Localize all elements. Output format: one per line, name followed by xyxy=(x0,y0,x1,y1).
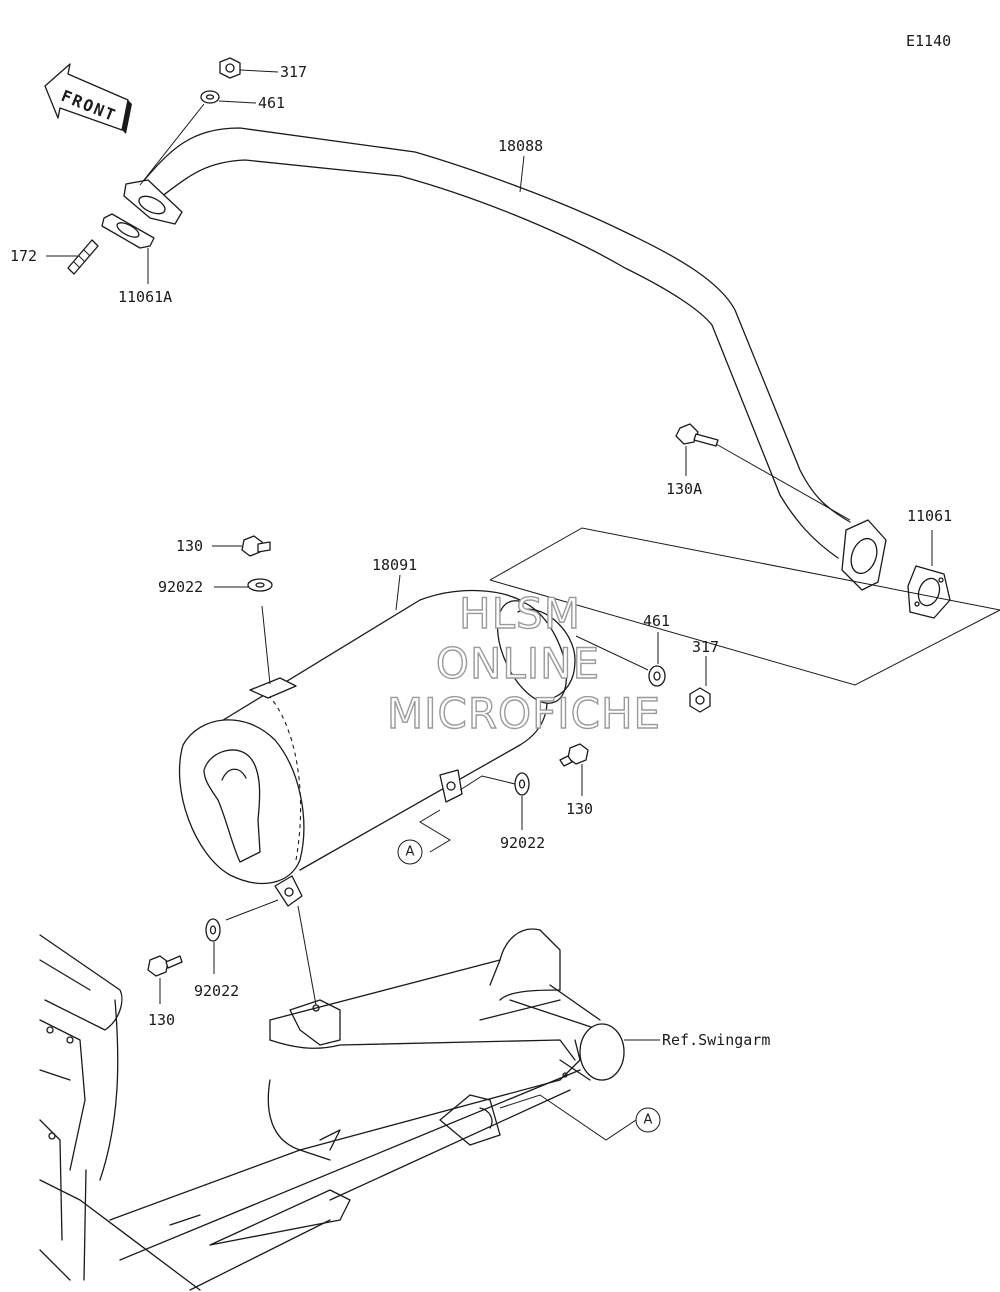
bolt-130a-icon xyxy=(675,423,719,447)
label-92022-top: 92022 xyxy=(158,578,203,596)
stud-172-icon xyxy=(67,239,99,275)
label-130-top: 130 xyxy=(176,537,203,555)
watermark: HLSM ONLINE MICROFICHE xyxy=(386,588,661,738)
label-92022-mid: 92022 xyxy=(500,834,545,852)
label-130-mid: 130 xyxy=(566,800,593,818)
front-arrow-icon: FRONT xyxy=(44,63,132,134)
diagram-code: E1140 xyxy=(906,32,951,50)
label-461-mid: 461 xyxy=(643,612,670,630)
washer-461-icon xyxy=(200,90,220,104)
callout-a-1 xyxy=(397,839,423,865)
gasket-11061-icon xyxy=(907,565,951,619)
nut-317-icon xyxy=(219,57,241,79)
label-130a: 130A xyxy=(666,480,702,498)
label-317-top: 317 xyxy=(280,63,307,81)
label-11061: 11061 xyxy=(907,507,952,525)
muffler-18091 xyxy=(178,589,576,907)
washer-92022-top-icon xyxy=(247,578,273,592)
bolt-130-top-icon xyxy=(241,535,271,557)
nut-317-mid-icon xyxy=(689,687,711,713)
watermark-line-2: ONLINE xyxy=(436,639,600,688)
label-18091: 18091 xyxy=(372,556,417,574)
label-ref-swingarm: Ref.Swingarm xyxy=(662,1031,770,1049)
label-317-mid: 317 xyxy=(692,638,719,656)
callout-a-2-label: A xyxy=(644,1113,653,1128)
callout-a-1-label: A xyxy=(406,845,415,860)
gasket-11061a-icon xyxy=(101,213,155,249)
watermark-line-3: MICROFICHE xyxy=(387,689,661,738)
watermark-line-1: HLSM xyxy=(459,589,581,638)
exhaust-pipe-18088 xyxy=(123,127,887,591)
label-172: 172 xyxy=(10,247,37,265)
label-11061a: 11061A xyxy=(118,288,172,306)
washer-92022-mid-icon xyxy=(514,772,530,796)
label-92022-low: 92022 xyxy=(194,982,239,1000)
label-18088: 18088 xyxy=(498,137,543,155)
washer-461-mid-icon xyxy=(648,665,666,687)
bolt-130-low-icon xyxy=(147,955,183,977)
label-461-top: 461 xyxy=(258,94,285,112)
washer-92022-low-icon xyxy=(205,918,221,942)
frame-and-swingarm xyxy=(39,928,625,1291)
bolt-130-mid-icon xyxy=(559,743,589,767)
callout-a-2 xyxy=(635,1107,661,1133)
label-130-low: 130 xyxy=(148,1011,175,1029)
